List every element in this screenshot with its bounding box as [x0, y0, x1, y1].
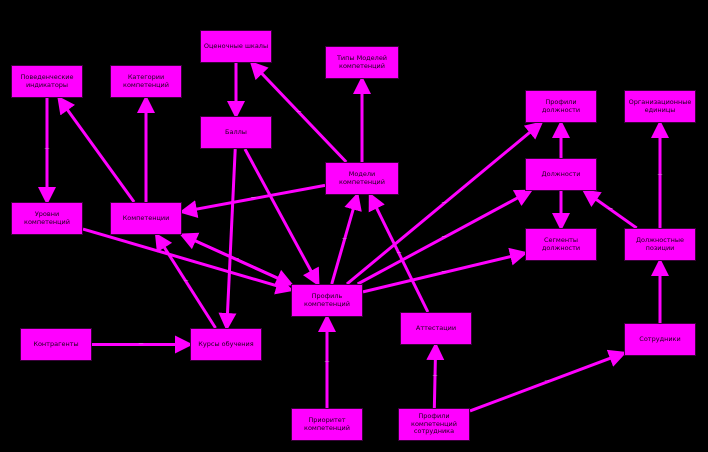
node-attestatsii: Аттестации [400, 312, 472, 345]
node-profili-dolzhnosti: Профили должности [525, 90, 597, 123]
edge-label: — [342, 236, 347, 242]
edge-kursy-to-kompetentsii [154, 232, 217, 329]
edge-dolzhnostnye-pozitsii-to-dolzhnosti [581, 189, 638, 230]
edge-urovni-to-profil-kompetentsiy [82, 227, 294, 295]
node-org-edinitsy: Организационные единицы [624, 90, 696, 123]
edge-label: — [442, 200, 447, 206]
edge-profil-kompetentsiy-to-kompetentsii [179, 232, 292, 286]
node-dolzhnosti: Должности [525, 158, 597, 191]
edge-label: — [442, 269, 447, 275]
edge-label: — [184, 278, 189, 284]
edge-label: — [433, 373, 438, 379]
node-kontragenty: Контрагенты [20, 328, 92, 361]
node-otsenochnye-shkaly: Оценочные шкалы [200, 30, 272, 63]
edge-label: — [139, 341, 144, 347]
node-modeli: Модели компетенций [325, 162, 399, 195]
edge-profil-kompetentsiy-to-segmenty [362, 247, 528, 294]
edge-profili-sotrudnika-to-attestatsii [426, 342, 445, 409]
edge-profili-sotrudnika-to-sotrudniki [469, 349, 627, 413]
edge-kompetentsii-to-povedencheskie [57, 95, 136, 203]
node-povedencheskie: Поведенческие индикаторы [11, 65, 83, 98]
edge-modeli-to-kompetentsii [179, 183, 326, 218]
node-sotrudniki: Сотрудники [624, 323, 696, 356]
edge-label: — [442, 234, 447, 240]
edge-label: — [45, 146, 50, 152]
edge-profil-kompetentsiy-to-modeli [330, 192, 362, 285]
edge-label: — [297, 109, 302, 115]
edge-label: — [608, 206, 613, 212]
edge-label: — [658, 172, 663, 178]
edge-bally-to-kursy [218, 148, 237, 331]
edge-profil-kompetentsiy-to-dolzhnosti [356, 189, 533, 286]
node-bally: Баллы [200, 116, 272, 149]
edge-attestatsii-to-modeli [368, 192, 430, 313]
node-kursy: Курсы обучения [190, 328, 262, 361]
edge-modeli-to-otsenochnye-shkaly [249, 60, 348, 164]
node-segmenty: Сегменты должности [525, 228, 597, 261]
node-profili-sotrudnika: Профили компетенций сотрудника [398, 408, 470, 441]
node-kompetentsii: Компетенции [110, 202, 182, 235]
edge-profil-kompetentsiy-to-profili-dolzhnosti [345, 121, 544, 286]
node-profil-kompetentsiy: Профиль компетенций [291, 284, 363, 317]
edge-label: — [545, 378, 550, 384]
edge-label: — [397, 250, 402, 256]
edge-label: — [251, 195, 256, 201]
node-prioritet: Приоритет компетенций [291, 408, 363, 441]
node-tipy-modeley: Типы Моделей компетенций [325, 46, 399, 79]
edge-label: — [325, 359, 330, 365]
node-dolzhnostnye-pozitsii: Должностные позиции [624, 228, 696, 261]
edge-bally-to-profil-kompetentsiy [243, 148, 320, 287]
node-urovni: Уровни компетенций [11, 202, 83, 235]
node-kategorii: Категории компетенций [110, 65, 182, 98]
